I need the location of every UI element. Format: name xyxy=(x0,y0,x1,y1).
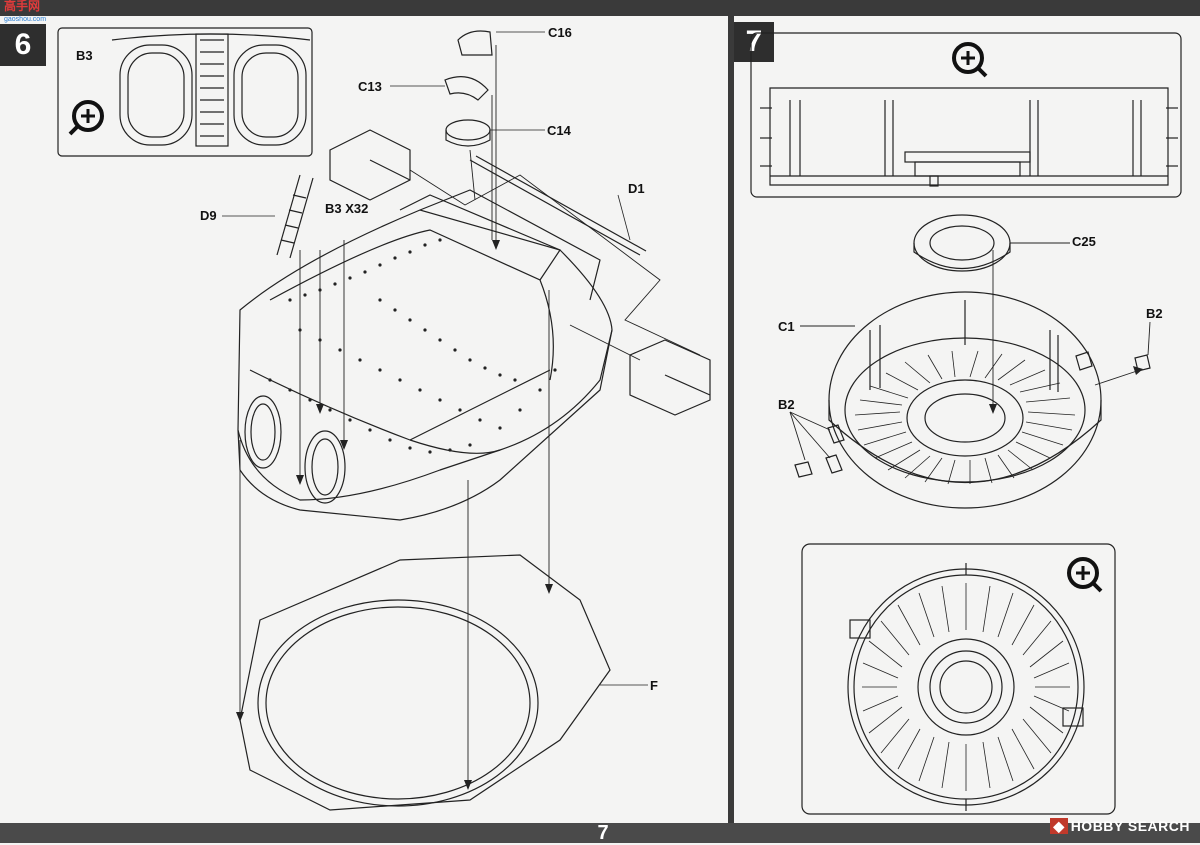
zoom-icon xyxy=(952,42,988,78)
step7-side-view xyxy=(760,87,1178,187)
page-divider xyxy=(728,16,734,823)
label-b3-zoom: B3 xyxy=(76,48,93,63)
label-c25: C25 xyxy=(1072,234,1096,249)
part-d9-ladder xyxy=(276,174,314,259)
top-view-slots xyxy=(862,583,1070,791)
step-7-number: 7 xyxy=(734,22,774,62)
arrow-heads-7 xyxy=(989,366,1143,414)
label-d1: D1 xyxy=(628,181,645,196)
part-c25-ring xyxy=(913,214,1011,272)
b3-zoom-inset xyxy=(57,27,313,157)
part-c14 xyxy=(445,119,491,147)
label-d9: D9 xyxy=(200,208,217,223)
step7-bottom-inset xyxy=(801,543,1116,815)
top-bar xyxy=(0,0,1200,16)
label-c16: C16 xyxy=(548,25,572,40)
label-c1: C1 xyxy=(778,319,795,334)
turret-rivets xyxy=(268,238,557,454)
turntable-top-view xyxy=(847,563,1085,811)
part-f-base xyxy=(239,554,611,811)
periscope-top-left xyxy=(329,129,411,201)
part-c1-turntable xyxy=(828,291,1102,509)
arrow-heads-6 xyxy=(236,240,553,790)
zoom-icon xyxy=(68,100,104,136)
part-d1-rail xyxy=(469,155,647,256)
label-c14: C14 xyxy=(547,123,571,138)
turntable-slots xyxy=(854,350,1076,485)
assembly-arrows-6 xyxy=(239,45,701,785)
part-c13 xyxy=(444,76,489,101)
page-number: 7 xyxy=(597,822,609,844)
step-6-number: 6 xyxy=(0,24,46,66)
side-hatches xyxy=(244,395,346,504)
turret-body xyxy=(237,189,613,521)
step7-top-inset xyxy=(750,32,1182,198)
label-c13: C13 xyxy=(358,79,382,94)
label-f: F xyxy=(650,678,658,693)
bottom-bar xyxy=(0,823,1200,843)
site-watermark: 高手网 gaoshou.com xyxy=(4,0,47,23)
b3-hatches-detail xyxy=(111,33,311,147)
label-b2-right: B2 xyxy=(1146,306,1163,321)
part-b2-clips xyxy=(794,351,1151,478)
zoom-icon xyxy=(1067,557,1103,593)
label-b3-x32: B3 X32 xyxy=(325,201,369,216)
label-b2-left: B2 xyxy=(778,397,795,412)
part-c16 xyxy=(457,30,493,56)
label-leaders-6 xyxy=(222,31,648,686)
hobby-search-watermark: ◆HOBBY SEARCH xyxy=(1050,818,1190,835)
periscope-right xyxy=(629,339,711,416)
assembly-arrows-7 xyxy=(789,242,1151,461)
